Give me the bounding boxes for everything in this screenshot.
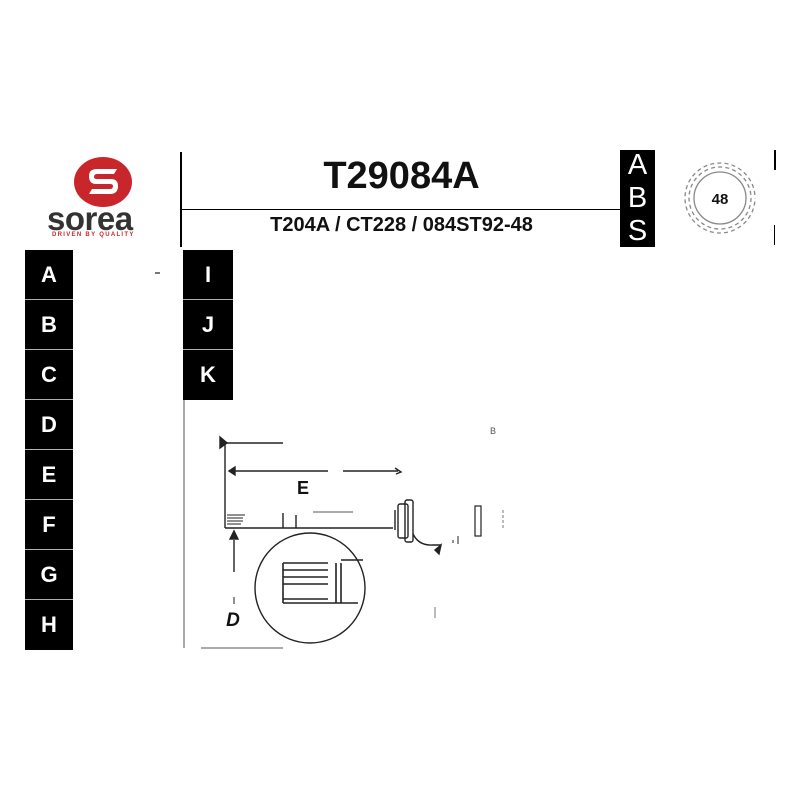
- dimension-label-k: K: [200, 362, 216, 387]
- dimension-label-i: I: [183, 250, 233, 300]
- abs-letter-b: B: [627, 182, 648, 214]
- dimension-label-b: B: [25, 300, 73, 350]
- dimension-b-label: B: [490, 426, 496, 436]
- cross-reference-numbers: T204A / CT228 / 084ST92-48: [270, 214, 533, 236]
- dimension-d-label: D: [226, 610, 240, 631]
- dimension-label-j: J: [183, 300, 233, 350]
- dimension-label-e: E: [25, 450, 73, 500]
- dimension-label-g: G: [25, 550, 73, 600]
- stray-mark: [155, 272, 160, 274]
- dimension-column-left: A B C D E F G H: [25, 250, 73, 650]
- header-left-divider: [180, 152, 182, 247]
- header-right-edge-lower: [774, 225, 775, 245]
- dimension-label-c: C: [25, 350, 73, 400]
- abs-letter-s: S: [627, 215, 648, 247]
- sorea-logo: sorea DRIVEN BY QUALITY: [25, 150, 180, 247]
- abs-tone-ring: 48: [665, 150, 775, 247]
- dimension-label-f: F: [25, 500, 73, 550]
- dimension-label-d: D: [25, 400, 73, 450]
- dimension-label-h: H: [41, 612, 57, 637]
- brand-tagline: DRIVEN BY QUALITY: [52, 232, 135, 238]
- brand-wordmark: sorea: [47, 200, 133, 237]
- cv-joint-drawing-icon: E D B: [183, 400, 504, 649]
- dimension-e-label: E: [297, 478, 309, 498]
- drive-shaft-technical-drawing: E D B: [183, 400, 523, 650]
- abs-tone-ring-icon: 48: [684, 162, 756, 234]
- abs-letter-a: A: [627, 149, 648, 181]
- abs-teeth-count: 48: [712, 191, 729, 208]
- abs-indicator-strip: A B S: [620, 150, 655, 247]
- part-number-title: T29084A: [323, 155, 480, 197]
- dimension-label-a: A: [25, 250, 73, 300]
- sorea-s-emblem-icon: [74, 157, 132, 207]
- dimension-column-mid: I J K: [183, 250, 233, 400]
- header-right-edge: [774, 150, 776, 170]
- header-mid-divider: [182, 209, 620, 210]
